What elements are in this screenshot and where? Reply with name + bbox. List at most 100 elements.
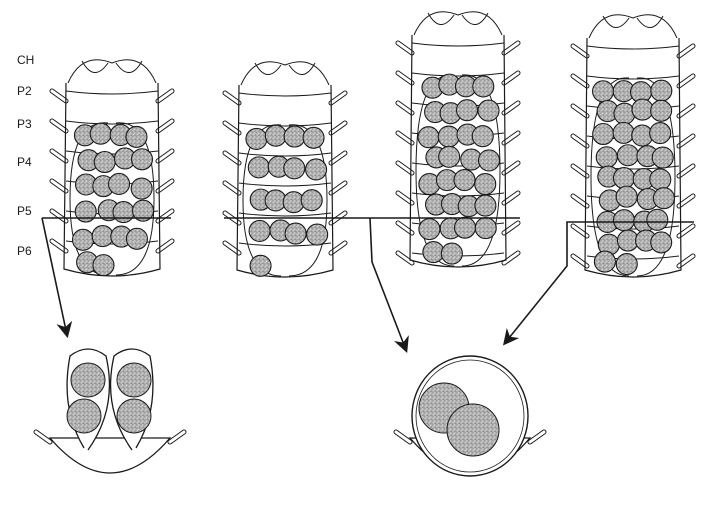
egg (283, 125, 306, 148)
leg-appendage (676, 103, 696, 119)
leg-appendage (501, 250, 521, 266)
egg (306, 223, 329, 246)
egg (130, 177, 153, 200)
leg-appendage (395, 100, 415, 116)
egg (477, 99, 500, 122)
egg (245, 127, 268, 150)
egg (71, 228, 95, 251)
specimen-3 (395, 11, 521, 268)
segment-band (238, 182, 332, 187)
egg (477, 149, 501, 172)
egg (74, 200, 97, 223)
pointer-arrow-2 (369, 217, 409, 353)
egg (592, 80, 615, 103)
egg (91, 225, 114, 248)
egg (650, 231, 673, 254)
cephalic-region (413, 11, 503, 36)
leg-appendage (395, 130, 415, 146)
leg-appendage (155, 178, 175, 194)
leg-appendage (570, 193, 590, 209)
leg-appendage (222, 90, 242, 106)
segment-band (586, 225, 680, 230)
egg (305, 158, 328, 181)
leg-appendage (222, 180, 242, 196)
leg-appendage (570, 223, 590, 239)
egg (616, 144, 640, 167)
egg (446, 403, 500, 457)
egg (650, 99, 673, 122)
leg-appendage (155, 88, 175, 104)
leg-appendage (155, 118, 175, 134)
body-outline (63, 82, 161, 277)
paired-brood-sac-section (33, 348, 187, 474)
egg (247, 156, 270, 179)
segment-label-p2: P2 (17, 84, 32, 98)
egg (302, 126, 325, 149)
leg-appendage (33, 429, 53, 445)
leg-appendage (155, 208, 175, 224)
leg-appendage (570, 43, 590, 59)
pointer-arrow-3 (502, 221, 694, 346)
segment-band (238, 92, 332, 97)
cephalic-region (240, 61, 330, 86)
specimen-4 (570, 14, 696, 278)
leg-appendage (570, 73, 590, 89)
egg (593, 250, 616, 273)
egg (93, 150, 116, 174)
leg-appendage (49, 178, 69, 194)
leg-appendage (328, 90, 348, 106)
egg (650, 79, 673, 102)
egg (422, 240, 445, 264)
segment-label-p4: P4 (17, 155, 32, 169)
leg-appendage (570, 163, 590, 179)
egg (474, 217, 497, 240)
leg-appendage (395, 40, 415, 56)
leg-appendage (395, 190, 415, 206)
segment-band (238, 122, 332, 127)
leg-appendage (155, 148, 175, 164)
egg (116, 362, 152, 398)
segment-band (65, 120, 159, 125)
segment-band (586, 45, 680, 50)
egg (612, 209, 636, 232)
egg (437, 125, 460, 148)
body-outline (236, 84, 334, 278)
egg (284, 222, 307, 245)
leg-appendage (676, 43, 696, 59)
segment-band (238, 212, 332, 217)
egg (116, 398, 152, 434)
specimen-1 (49, 59, 175, 277)
egg (613, 102, 636, 125)
leg-appendage (501, 190, 521, 206)
leg-appendage (527, 429, 547, 445)
egg (300, 189, 323, 212)
egg (453, 168, 476, 192)
egg (595, 146, 618, 169)
segment-label-p5: P5 (17, 204, 32, 218)
egg (646, 208, 669, 231)
cephalic-region (588, 14, 678, 39)
body-section (48, 437, 172, 474)
leg-appendage (676, 73, 696, 89)
pointer-arrow-1 (41, 217, 73, 339)
egg (438, 145, 461, 168)
egg (612, 121, 635, 144)
egg (649, 168, 672, 191)
brood-sac-inner-wall (415, 359, 525, 473)
leg-appendage (676, 223, 696, 239)
egg (649, 122, 672, 145)
egg (70, 362, 106, 398)
egg (125, 227, 148, 250)
leg-appendage (501, 70, 521, 86)
leg-appendage (501, 160, 521, 176)
segment-band (411, 42, 505, 47)
leg-appendage (49, 148, 69, 164)
egg (418, 218, 441, 241)
leg-appendage (167, 429, 187, 445)
leg-appendage (328, 120, 348, 136)
cephalic-region (67, 59, 157, 84)
leg-appendage (393, 429, 413, 445)
egg (125, 125, 148, 148)
egg (474, 173, 497, 196)
